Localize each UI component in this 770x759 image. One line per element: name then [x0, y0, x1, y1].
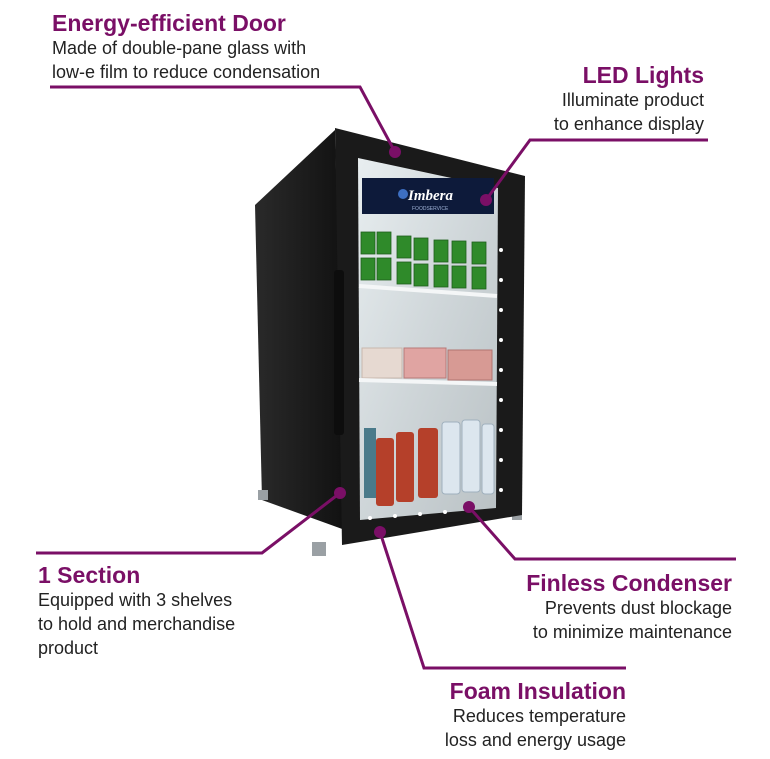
shelf-2 — [358, 378, 498, 386]
dot-condenser — [463, 501, 475, 513]
leader-led — [484, 138, 708, 201]
callout-door-desc-2: low-e film to reduce condensation — [52, 62, 321, 82]
callout-led: LED Lights Illuminate product to enhance… — [554, 62, 704, 136]
door-handle — [334, 270, 344, 435]
shelf-1 — [358, 284, 498, 298]
leader-lines — [36, 85, 736, 670]
led-strip — [368, 248, 503, 520]
brand-logo-text: Imbera — [407, 188, 454, 204]
callout-insulation-desc-2: loss and energy usage — [444, 730, 626, 750]
leader-section — [36, 491, 341, 555]
callout-section-title: 1 Section — [38, 562, 141, 588]
dot-door — [389, 146, 401, 158]
callout-insulation-title: Foam Insulation — [449, 678, 626, 704]
interior: Imbera FOODSERVICE — [358, 158, 503, 520]
foot-left — [312, 542, 326, 556]
callout-condenser-desc-2: to minimize maintenance — [532, 622, 732, 642]
callout-door-title: Energy-efficient Door — [52, 10, 286, 36]
callout-condenser: Finless Condenser Prevents dust blockage… — [526, 570, 732, 644]
callout-section-desc-2: to hold and merchandise — [38, 614, 236, 634]
brand-logo-icon — [398, 189, 408, 199]
callout-insulation-desc-1: Reduces temperature — [452, 706, 626, 726]
callout-insulation: Foam Insulation Reduces temperature loss… — [445, 678, 626, 752]
leader-door — [50, 85, 397, 153]
leader-dots — [334, 146, 492, 538]
middle-shelf-trays — [361, 347, 493, 381]
foot-back — [258, 490, 268, 500]
brand-header — [362, 178, 494, 214]
leader-condenser — [467, 506, 736, 561]
callout-condenser-title: Finless Condenser — [526, 570, 732, 596]
dot-led — [480, 194, 492, 206]
callout-led-desc-1: Illuminate product — [561, 90, 704, 110]
callout-section: 1 Section Equipped with 3 shelves to hol… — [38, 562, 235, 660]
callout-door-desc-1: Made of double-pane glass with — [52, 38, 307, 58]
dot-insulation — [374, 526, 386, 538]
brand-sub-text: FOODSERVICE — [412, 206, 449, 212]
cabinet-side — [255, 130, 345, 530]
leader-insulation — [378, 531, 626, 670]
top-shelf-cans — [360, 231, 487, 290]
dot-section — [334, 487, 346, 499]
callout-led-desc-2: to enhance display — [553, 114, 704, 134]
callout-door: Energy-efficient Door Made of double-pan… — [52, 10, 320, 84]
callout-led-title: LED Lights — [582, 62, 704, 88]
callout-section-desc-3: product — [38, 638, 99, 658]
callout-section-desc-1: Equipped with 3 shelves — [38, 590, 233, 610]
bottom-shelf-bottles — [364, 419, 495, 506]
callout-condenser-desc-1: Prevents dust blockage — [544, 598, 732, 618]
